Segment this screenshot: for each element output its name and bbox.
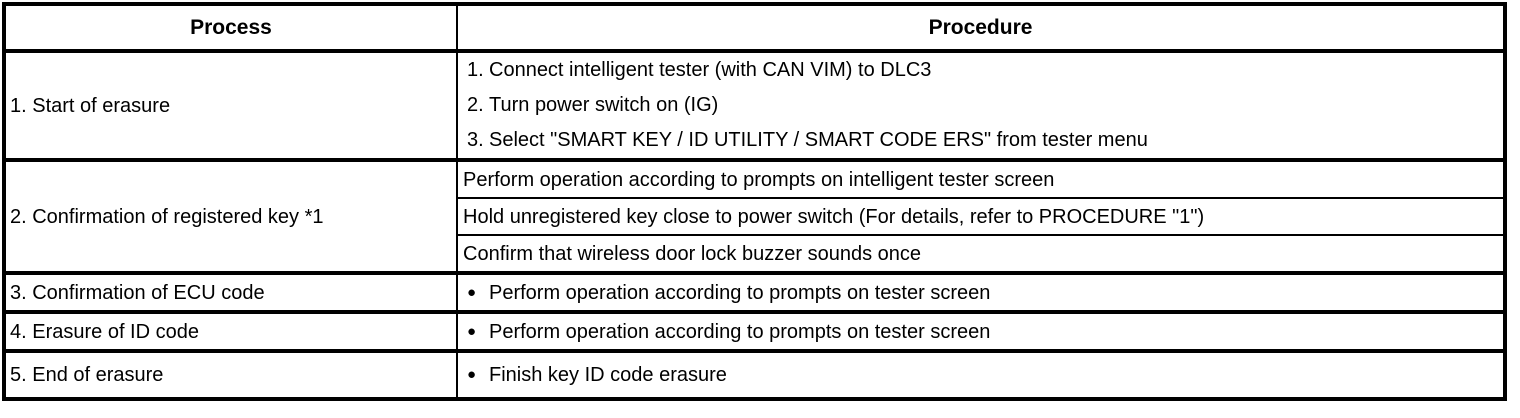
procedure-text: Perform operation according to prompts o… (489, 320, 991, 343)
bullet-procedure: ● Perform operation according to prompts… (459, 320, 1503, 344)
procedure-text: Finish key ID code erasure (489, 364, 727, 386)
process-procedure-table: Process Procedure 1. Start of erasure 1.… (2, 2, 1507, 401)
procedure-step: 1. Connect intelligent tester (with CAN … (459, 53, 1503, 88)
process-cell: 4. Erasure of ID code (3, 311, 458, 353)
column-header-procedure: Procedure (456, 3, 1506, 53)
sub-procedure-cell: Hold unregistered key close to power swi… (456, 197, 1506, 236)
table-header-row: Process Procedure (3, 3, 1506, 53)
step-number: 1. (467, 59, 484, 81)
step-text: Select "SMART KEY / ID UTILITY / SMART C… (489, 129, 1148, 151)
procedure-text: Perform operation according to prompts o… (489, 281, 991, 304)
procedure-cell: ● Perform operation according to prompts… (456, 272, 1506, 314)
bullet-icon: ● (467, 322, 477, 340)
table-row-end-of-erasure: 5. End of erasure ● Finish key ID code e… (3, 350, 1506, 400)
bullet-procedure: ● Perform operation according to prompts… (459, 281, 1503, 305)
sub-procedure-cell: Confirm that wireless door lock buzzer s… (456, 234, 1506, 275)
bullet-procedure: ● Finish key ID code erasure (459, 363, 1503, 387)
process-cell: 1. Start of erasure (3, 50, 458, 162)
step-number: 2. (467, 94, 484, 116)
column-header-process: Process (3, 3, 458, 53)
sub-procedure-cell: Perform operation according to prompts o… (456, 159, 1506, 199)
process-cell: 3. Confirmation of ECU code (3, 272, 458, 314)
bullet-icon: ● (467, 366, 477, 383)
procedure-cell: ● Perform operation according to prompts… (456, 311, 1506, 353)
table-row-start-of-erasure: 1. Start of erasure 1. Connect intellige… (3, 50, 1506, 162)
table-row-confirmation-registered-key: 2. Confirmation of registered key *1 Per… (3, 159, 1506, 275)
process-cell: 5. End of erasure (3, 350, 458, 400)
step-text: Connect intelligent tester (with CAN VIM… (489, 59, 932, 81)
step-number: 3. (467, 129, 484, 151)
table-sub-row: Confirm that wireless door lock buzzer s… (4, 234, 1506, 275)
table-row-erasure-id-code: 4. Erasure of ID code ● Perform operatio… (3, 311, 1506, 353)
table-sub-row: Hold unregistered key close to power swi… (4, 197, 1506, 236)
procedure-cell: ● Finish key ID code erasure (456, 350, 1506, 400)
procedure-step: 2. Turn power switch on (IG) (459, 88, 1503, 123)
process-cell: 2. Confirmation of registered key *1 (3, 159, 458, 275)
procedure-cell: 1. Connect intelligent tester (with CAN … (456, 50, 1506, 162)
procedure-step: 3. Select "SMART KEY / ID UTILITY / SMAR… (459, 123, 1503, 156)
bullet-icon: ● (467, 283, 477, 301)
table-row-confirmation-ecu-code: 3. Confirmation of ECU code ● Perform op… (3, 272, 1506, 314)
numbered-step-list: 1. Connect intelligent tester (with CAN … (459, 53, 1503, 156)
step-text: Turn power switch on (IG) (489, 94, 719, 116)
